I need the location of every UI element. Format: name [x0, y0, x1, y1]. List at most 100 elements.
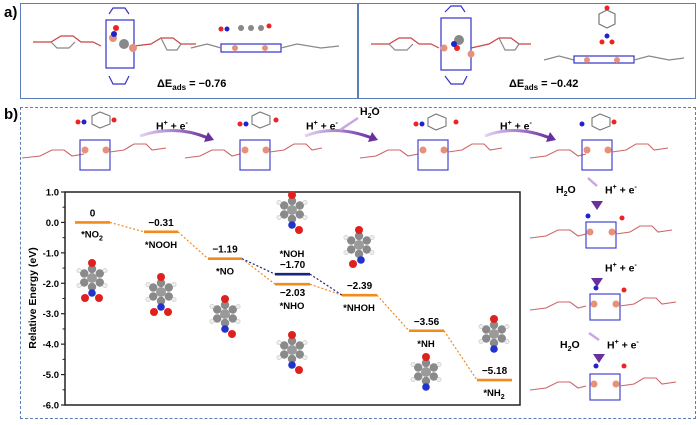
carbon-atom: [414, 363, 423, 372]
levels: [75, 221, 512, 382]
oxygen-atom: [88, 259, 96, 267]
carbon-atom: [497, 325, 506, 334]
carbon-atom: [87, 282, 97, 292]
hydrogen-atom: [102, 283, 108, 288]
state-label-no2: *NO2: [81, 229, 103, 242]
oxygen-atom: [355, 226, 363, 234]
panel-b-box: [20, 107, 696, 419]
ring-center: [87, 273, 97, 283]
nitrogen-atom: [288, 361, 296, 369]
carbon-atom: [80, 278, 89, 287]
nitrogen-atom: [157, 303, 165, 311]
carbon-atom: [489, 320, 499, 330]
carbon-atom: [149, 283, 158, 292]
hydrogen-atom: [145, 297, 151, 302]
nitrogen-atom: [221, 325, 229, 333]
energy-value-label: −3.56: [414, 317, 440, 328]
oxygen-atom: [349, 260, 357, 268]
hydrogen-atom: [343, 250, 349, 255]
state-label-nho: *NHO: [280, 301, 305, 312]
step4-label: H+ + e-: [605, 184, 637, 197]
oxygen-atom: [95, 294, 103, 302]
arrow-step2: [304, 128, 373, 140]
adsorbate-no: [209, 295, 241, 338]
energy-value-label: 0: [90, 208, 96, 219]
y-axis: 1.00.0-1.0-2.0-3.0-4.0-5.0-6.0: [43, 188, 65, 412]
hydrogen-atom: [410, 377, 416, 382]
y-tick-label: -4.0: [43, 340, 59, 351]
arrow-step5-head: [591, 278, 603, 287]
carbon-atom: [149, 292, 158, 301]
connector-main: [443, 330, 478, 381]
carbon-atom: [95, 269, 104, 278]
oxygen-atom: [157, 273, 165, 281]
carbon-atom: [287, 354, 297, 364]
adsorbate-no2: [76, 259, 108, 302]
oxygen-atom: [295, 226, 303, 234]
carbon-atom: [362, 236, 371, 245]
y-tick-label: -2.0: [43, 279, 59, 290]
carbon-atom: [295, 201, 304, 210]
y-tick-label: 0.0: [46, 218, 59, 229]
oxygen-atom: [422, 353, 430, 361]
y-tick-label: -3.0: [43, 309, 59, 320]
nitrogen-atom: [88, 289, 96, 297]
panel-b-label: b): [4, 106, 19, 123]
carbon-atom: [429, 363, 438, 372]
y-tick-label: -1.0: [43, 248, 59, 259]
step1-label: H+ + e-: [156, 120, 188, 133]
hydrogen-atom: [504, 324, 510, 329]
adsorbate-molecules: [76, 191, 510, 391]
oxygen-atom: [228, 330, 236, 338]
hydrogen-atom: [235, 319, 241, 324]
molecule-top-view-nitrophenol: [33, 7, 340, 85]
nitrogen-atom: [357, 256, 365, 264]
eads-symbol: ΔE: [509, 78, 525, 90]
connector-main: [109, 221, 145, 233]
catalyst-structure-1: [21, 111, 167, 171]
carbon-atom: [429, 372, 438, 381]
carbon-atom: [280, 341, 289, 350]
step2-label: H+ + e-: [306, 120, 338, 133]
arrow-step4-head: [591, 201, 603, 210]
arrow-step3-head: [546, 132, 556, 142]
carbon-atom: [228, 305, 237, 314]
state-label-nh: *NH: [417, 339, 435, 350]
carbon-atom: [347, 236, 356, 245]
hydrogen-atom: [209, 304, 215, 309]
energy-value-label: −1.70: [280, 260, 306, 271]
hydrogen-atom: [478, 339, 484, 344]
hydrogen-atom: [235, 304, 241, 309]
step2-byproduct-h2o: H2O: [360, 106, 380, 121]
carbon-atom: [87, 264, 97, 274]
carbon-atom: [213, 305, 222, 314]
hydrogen-atom: [276, 200, 282, 205]
carbon-atom: [347, 245, 356, 254]
subscript: 2: [501, 394, 505, 401]
carbon-atom: [156, 296, 166, 306]
state-label-nooh: *NOOH: [145, 240, 177, 251]
state-label-nhoh: *NHOH: [343, 303, 375, 314]
arrow-step1: [139, 128, 209, 140]
carbon-atom: [220, 318, 230, 328]
step3-label: H+ + e-: [500, 120, 532, 133]
arrow-step2-byproduct: [339, 116, 359, 132]
connector-alt: [309, 273, 343, 296]
carbon-atom: [80, 269, 89, 278]
carbon-atom: [95, 278, 104, 287]
hydrogen-atom: [410, 362, 416, 367]
carbon-atom: [354, 249, 364, 259]
connector-main: [309, 283, 343, 296]
carbon-atom: [497, 334, 506, 343]
panel-a-left-box: ΔEads = −0.76: [20, 3, 358, 99]
adsorbate-nh: [410, 353, 442, 391]
molecule-side-view-nitrophenol: [371, 5, 685, 85]
state-label-no: *NO: [216, 267, 234, 278]
subscript: 2: [99, 235, 103, 242]
step6-label: H+ + e-: [607, 339, 639, 352]
arrow-step1-head: [204, 132, 214, 142]
oxygen-atom: [221, 295, 229, 303]
carbon-atom: [482, 334, 491, 343]
hydrogen-atom: [369, 235, 375, 240]
